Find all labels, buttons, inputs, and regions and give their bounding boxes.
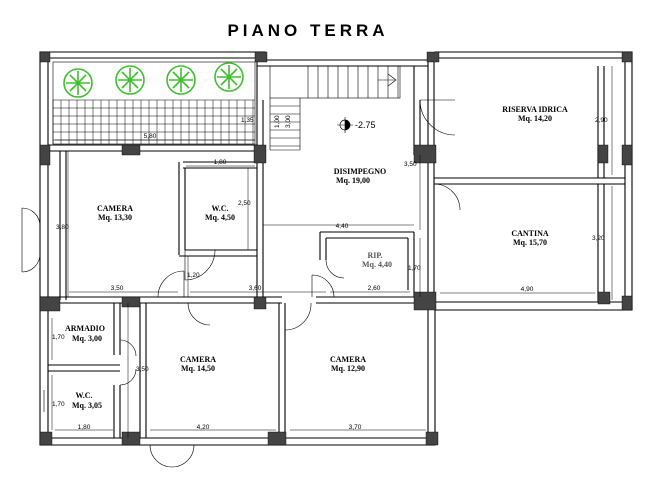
level-marker: -2.75 [337, 117, 376, 133]
room-name-wc1: W.C. [211, 204, 228, 213]
stair-dim-b: 3,00 [285, 115, 292, 128]
room-area-disimpegno: Mq. 19,00 [336, 176, 370, 185]
stair-dim-a: 1,00 [274, 115, 281, 128]
room-name-cantina: CANTINA [511, 229, 549, 238]
doors [21, 99, 461, 468]
room-area-armadio: Mq. 3,00 [72, 334, 102, 343]
room-name-camera3: CAMERA [330, 355, 366, 364]
room-area-cantina: Mq. 15,70 [513, 238, 547, 247]
room-area-wc1: Mq. 4,50 [205, 213, 235, 222]
dim-label: 3,70 [349, 424, 362, 431]
level-value: -2.75 [355, 120, 376, 130]
dim-label: 2,50 [238, 200, 251, 207]
room-name-rip: RIP. [367, 251, 382, 260]
room-name-armadio: ARMADIO [65, 324, 105, 333]
dim-label: 1,35 [241, 117, 254, 124]
dim-label: 3,80 [56, 224, 69, 231]
room-name-wc2: W.C. [75, 391, 92, 400]
dim-label: 1,70 [52, 334, 65, 341]
room-area-riserva: Mq. 14,20 [518, 114, 552, 123]
dim-label: 1,80 [78, 424, 91, 431]
staircase: 1,00 3,00 [269, 65, 401, 151]
dimension-labels: 5,80 1,35 1,80 2,90 3,50 2,50 3,80 4,40 … [52, 117, 608, 431]
room-area-camera1: Mq. 13,30 [98, 213, 132, 222]
columns [39, 51, 633, 446]
dim-label: 2,60 [368, 285, 381, 292]
dim-label: 2,90 [595, 117, 608, 124]
dimension-lines [51, 66, 613, 438]
tree-icon [166, 65, 196, 95]
room-name-riserva: RISERVA IDRICA [502, 105, 568, 114]
interior-walls [40, 60, 625, 438]
dim-label: 3,20 [592, 235, 605, 242]
dim-label: 3,50 [136, 366, 149, 373]
room-name-camera1: CAMERA [97, 204, 133, 213]
dim-label: 4,20 [197, 424, 210, 431]
dim-label: 4,40 [336, 223, 349, 230]
tree-icon [63, 68, 93, 98]
plan-title: PIANO TERRA [227, 21, 388, 40]
dim-label: 1,70 [52, 401, 65, 408]
dim-label: 1,20 [187, 272, 200, 279]
dim-label: 1,80 [214, 159, 227, 166]
dim-label: 4,90 [521, 286, 534, 293]
room-name-disimpegno: DISIMPEGNO [334, 167, 386, 176]
room-labels: RISERVA IDRICA Mq. 14,20 DISIMPEGNO Mq. … [65, 105, 568, 410]
dim-label: 3,50 [404, 161, 417, 168]
room-area-camera3: Mq. 12,90 [331, 364, 365, 373]
dim-label: 3,50 [111, 285, 124, 292]
dim-label: 5,80 [144, 133, 157, 140]
dim-label: 3,60 [249, 285, 262, 292]
room-area-wc2: Mq. 3,05 [72, 401, 102, 410]
room-name-camera2: CAMERA [180, 355, 216, 364]
garden-area [52, 61, 256, 145]
tree-icon [214, 62, 244, 92]
room-area-camera2: Mq. 14,50 [181, 364, 215, 373]
dim-label: 1,70 [408, 265, 421, 272]
room-area-rip: Mq. 4,40 [362, 260, 392, 269]
tree-icon [115, 65, 145, 95]
